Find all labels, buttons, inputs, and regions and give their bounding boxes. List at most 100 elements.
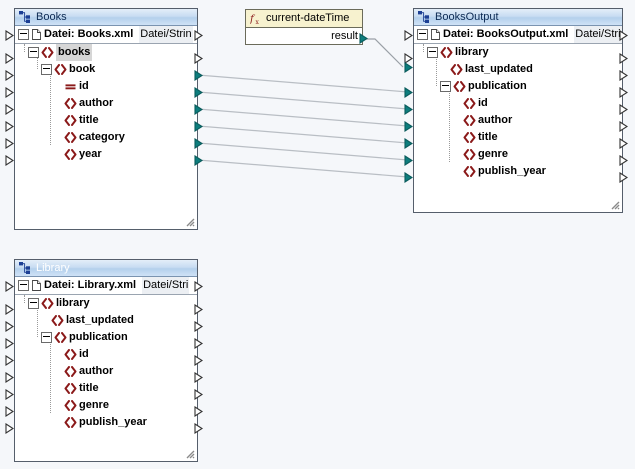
tree-node-title[interactable]: title	[414, 129, 622, 146]
component-booksoutput[interactable]: BooksOutput Datei: BooksOutput.xml Datei…	[413, 8, 623, 213]
tree-node-genre[interactable]: genre	[414, 146, 622, 163]
expander-icon[interactable]	[417, 29, 428, 40]
tree-node-author[interactable]: author	[15, 95, 197, 112]
component-title-books[interactable]: Books	[15, 9, 197, 26]
component-title-booksoutput[interactable]: BooksOutput	[414, 9, 622, 26]
component-library[interactable]: Library Datei: Library.xml Datei/Stri	[14, 259, 198, 462]
tree-node-publish-year[interactable]: publish_year	[414, 163, 622, 180]
connector-out-category[interactable]	[194, 138, 203, 149]
datei-string-toggle[interactable]: Datei/Strin	[139, 26, 193, 43]
tree-node-publication[interactable]: publication	[414, 78, 622, 95]
root-row-books[interactable]: Datei: Books.xml Datei/Strin	[15, 26, 197, 44]
connector-in-title[interactable]	[5, 121, 14, 132]
tree-node-book[interactable]: book	[15, 61, 197, 78]
connector-out-last-updated[interactable]	[194, 321, 203, 332]
connector-out-last-updated[interactable]	[619, 70, 628, 81]
connector-out-title[interactable]	[194, 121, 203, 132]
connector-out-publication[interactable]	[619, 87, 628, 98]
connector-in-title[interactable]	[5, 389, 14, 400]
tree-node-id[interactable]: id	[414, 95, 622, 112]
connector-out-root-booksoutput[interactable]	[619, 30, 628, 41]
tree-node-category[interactable]: category	[15, 129, 197, 146]
connector-out-id[interactable]	[194, 355, 203, 366]
connector-in-author[interactable]	[404, 121, 413, 132]
tree-node-title[interactable]: title	[15, 112, 197, 129]
connector-in-root-library[interactable]	[5, 281, 14, 292]
connector-out-genre[interactable]	[619, 155, 628, 166]
connector-out-title[interactable]	[619, 138, 628, 149]
connector-out-year[interactable]	[194, 155, 203, 166]
connector-in-author[interactable]	[5, 372, 14, 383]
connector-out-root-books[interactable]	[194, 30, 203, 41]
tree-node-publish-year[interactable]: publish_year	[15, 414, 197, 431]
expander-icon[interactable]	[18, 29, 29, 40]
connector-in-id[interactable]	[404, 104, 413, 115]
connector-in-library[interactable]	[5, 304, 14, 315]
expander-icon[interactable]	[41, 332, 52, 343]
connector-out-publish-year[interactable]	[619, 172, 628, 183]
tree-node-id[interactable]: id	[15, 78, 197, 95]
expander-icon[interactable]	[427, 47, 438, 58]
function-block-current-datetime[interactable]: f x current-dateTime result	[245, 9, 363, 45]
expander-icon[interactable]	[28, 47, 39, 58]
connector-in-library[interactable]	[404, 53, 413, 64]
root-row-library[interactable]: Datei: Library.xml Datei/Stri	[15, 277, 197, 295]
connector-out-function-result[interactable]	[359, 33, 368, 44]
tree-node-id[interactable]: id	[15, 346, 197, 363]
connector-out-id[interactable]	[619, 104, 628, 115]
connector-out-id[interactable]	[194, 87, 203, 98]
connector-out-author[interactable]	[194, 104, 203, 115]
tree-node-library[interactable]: library	[414, 44, 622, 61]
connector-in-genre[interactable]	[5, 406, 14, 417]
expander-icon[interactable]	[18, 280, 29, 291]
connector-in-root-books[interactable]	[5, 30, 14, 41]
connector-in-author[interactable]	[5, 104, 14, 115]
tree-node-title[interactable]: title	[15, 380, 197, 397]
function-output-row[interactable]: result	[246, 28, 362, 44]
connector-in-root-booksoutput[interactable]	[404, 30, 413, 41]
resize-grip[interactable]	[186, 450, 195, 459]
connector-in-publication[interactable]	[404, 87, 413, 98]
resize-grip[interactable]	[186, 218, 195, 227]
tree-node-genre[interactable]: genre	[15, 397, 197, 414]
connector-in-genre[interactable]	[404, 155, 413, 166]
connector-out-books[interactable]	[194, 53, 203, 64]
tree-node-library[interactable]: library	[15, 295, 197, 312]
expander-icon[interactable]	[440, 81, 451, 92]
connector-out-library[interactable]	[619, 53, 628, 64]
root-row-booksoutput[interactable]: Datei: BooksOutput.xml Datei/Stri	[414, 26, 622, 44]
function-header[interactable]: f x current-dateTime	[246, 10, 362, 28]
connector-in-publication[interactable]	[5, 338, 14, 349]
tree-node-author[interactable]: author	[15, 363, 197, 380]
connector-in-book[interactable]	[5, 70, 14, 81]
connector-in-last-updated[interactable]	[404, 62, 413, 73]
connector-out-publish-year[interactable]	[194, 423, 203, 434]
connector-in-category[interactable]	[5, 138, 14, 149]
connector-in-books[interactable]	[5, 53, 14, 64]
connector-in-title[interactable]	[404, 138, 413, 149]
tree-node-last-updated[interactable]: last_updated	[414, 61, 622, 78]
connector-in-year[interactable]	[5, 155, 14, 166]
expander-icon[interactable]	[41, 64, 52, 75]
connector-out-author[interactable]	[194, 372, 203, 383]
tree-node-books[interactable]: books	[15, 44, 197, 61]
connector-out-book[interactable]	[194, 70, 203, 81]
connector-in-id[interactable]	[5, 355, 14, 366]
connector-out-library[interactable]	[194, 304, 203, 315]
connector-out-genre[interactable]	[194, 406, 203, 417]
connector-in-last-updated[interactable]	[5, 321, 14, 332]
connector-in-publish-year[interactable]	[404, 172, 413, 183]
tree-node-publication[interactable]: publication	[15, 329, 197, 346]
connector-in-id[interactable]	[5, 87, 14, 98]
tree-node-year[interactable]: year	[15, 146, 197, 163]
tree-node-author[interactable]: author	[414, 112, 622, 129]
component-books[interactable]: Books Datei: Books.xml Datei/Strin	[14, 8, 198, 230]
connector-in-publish-year[interactable]	[5, 423, 14, 434]
connector-out-root-library[interactable]	[194, 281, 203, 292]
connector-out-publication[interactable]	[194, 338, 203, 349]
resize-grip[interactable]	[611, 201, 620, 210]
component-title-library[interactable]: Library	[15, 260, 197, 277]
tree-node-last-updated[interactable]: last_updated	[15, 312, 197, 329]
datei-string-toggle[interactable]: Datei/Stri	[142, 277, 190, 294]
